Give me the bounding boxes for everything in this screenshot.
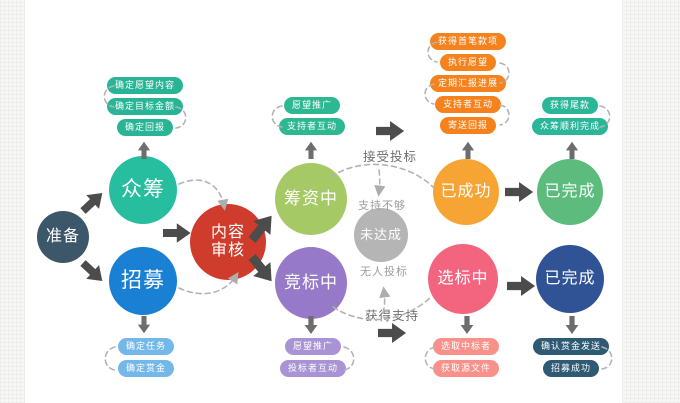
- stack-completed-top-tasks: 获得尾款 众筹顺利完成: [500, 97, 640, 139]
- task-pill: 投标者互动: [279, 360, 346, 377]
- dashed-crowdfund-to-review: [178, 179, 229, 211]
- stack-completed-bottom-tasks: 确认赏金发送 招募成功: [501, 338, 641, 382]
- task-pill: 确定目标金额: [106, 98, 183, 115]
- arrow-gain-support: [378, 323, 407, 343]
- dashed-fundraising-to-succeeded: [330, 163, 434, 188]
- dashed-bidding-to-selecting: [332, 296, 432, 321]
- dashed-arc: [427, 41, 438, 63]
- dashed-arc: [175, 106, 187, 129]
- node-not-reached-label: 未达成: [359, 226, 402, 242]
- arrow-accept-bids: [376, 121, 405, 141]
- stack-succeeded-tasks: 获得首笔款项 执行愿望 定期汇报进展 支持者互动 寄送回报: [398, 33, 538, 138]
- node-bidding-label: 竞标中: [284, 273, 338, 293]
- dashed-arc: [499, 104, 510, 126]
- task-pill: 支持者互动: [434, 96, 501, 113]
- task-pill: 愿望推广: [283, 97, 340, 114]
- arrow-prepare-to-recruit: [76, 256, 109, 288]
- node-content-review-line1: 内容: [210, 223, 245, 241]
- arrow-recruit-to-tasks: [137, 316, 151, 334]
- node-completed-top-label: 已完成: [544, 182, 596, 200]
- node-selecting: 选标中: [428, 244, 498, 314]
- task-pill: 确定赏金: [117, 360, 174, 377]
- right-texture-band: [622, 0, 680, 403]
- arrow-prepare-to-crowdfund: [76, 186, 109, 218]
- node-crowdfund-label: 众筹: [121, 177, 165, 201]
- dashed-branch-to-not-reached-top: [374, 169, 386, 197]
- node-selecting-label: 选标中: [437, 269, 489, 287]
- stack-selecting-tasks: 选取中标者 获取源文件: [396, 338, 536, 382]
- node-prepare: 准备: [37, 211, 89, 263]
- node-completed-bottom: 已完成: [536, 245, 604, 313]
- node-recruit: 招募: [109, 247, 177, 315]
- node-bidding: 竞标中: [275, 247, 347, 319]
- task-pill: 众筹顺利完成: [531, 118, 608, 135]
- task-pill: 选取中标者: [432, 338, 499, 355]
- task-pill: 获取源文件: [432, 360, 499, 377]
- node-succeeded: 已成功: [433, 159, 499, 225]
- task-pill: 获得首笔款项: [429, 33, 506, 50]
- task-pill: 获得尾款: [541, 97, 598, 114]
- node-completed-top: 已完成: [537, 159, 603, 225]
- node-prepare-label: 准备: [45, 227, 80, 245]
- node-content-review-line2: 审核: [210, 242, 245, 259]
- task-pill: 确定任务: [117, 338, 174, 355]
- dashed-arc: [104, 346, 116, 371]
- label-accept-bids: 接受投标: [362, 150, 417, 164]
- arrow-crowdfund-to-tasks: [137, 141, 151, 159]
- task-pill: 定期汇报进展: [429, 75, 506, 92]
- stack-bidding-tasks: 愿望推广 投标者互动: [243, 338, 383, 382]
- task-pill: 执行愿望: [439, 54, 496, 71]
- task-pill: 招募成功: [542, 360, 599, 377]
- dashed-branch-to-not-reached-bottom: [379, 286, 391, 314]
- dashed-recruit-to-review: [178, 271, 239, 295]
- arrow-completed-top-to-tasks: [565, 141, 579, 159]
- left-texture-band: [0, 0, 25, 403]
- dashed-arc: [424, 83, 435, 105]
- arrow-review-to-fundraising: [243, 208, 281, 247]
- task-pill: 愿望推广: [284, 338, 341, 355]
- node-content-review: 内容 审核: [190, 204, 266, 280]
- label-no-bidders: 无人投标: [360, 266, 408, 278]
- dashed-arc: [599, 105, 611, 128]
- task-pill: 支持者互动: [278, 118, 345, 135]
- stack-crowdfund-tasks: 确定愿望内容 确定目标金额 确定回报: [75, 77, 215, 140]
- arrow-fundraising-to-tasks: [304, 141, 318, 159]
- task-pill: 寄送回报: [439, 117, 496, 134]
- stack-recruit-tasks: 确定任务 确定赏金: [76, 338, 216, 382]
- arrow-completed-bottom-to-tasks: [565, 316, 579, 334]
- node-crowdfund: 众筹: [109, 156, 177, 224]
- task-pill: 确定回报: [116, 119, 173, 136]
- arrow-review-to-bidding: [243, 250, 281, 289]
- node-recruit-label: 招募: [121, 268, 165, 292]
- dashed-arc: [103, 85, 115, 108]
- dashed-arc: [343, 346, 355, 371]
- arrow-to-content-review: [163, 223, 191, 243]
- label-insufficient-support: 支持不够: [358, 200, 406, 212]
- node-not-reached: 未达成: [354, 208, 408, 262]
- arrow-selecting-to-completed: [507, 276, 536, 296]
- dashed-arc: [424, 346, 436, 370]
- arrow-succeeded-to-completed: [505, 182, 534, 202]
- arrow-selecting-to-tasks: [460, 316, 474, 334]
- dashed-arc: [271, 105, 283, 128]
- node-fundraising-label: 筹资中: [284, 189, 338, 209]
- node-completed-bottom-label: 已完成: [544, 269, 596, 287]
- arrow-bidding-to-tasks: [304, 316, 318, 334]
- arrow-succeeded-to-tasks: [461, 141, 475, 159]
- task-pill: 确定愿望内容: [106, 77, 183, 94]
- task-pill: 确认赏金发送: [532, 338, 609, 355]
- dashed-arc: [601, 346, 613, 370]
- stack-fundraising-tasks: 愿望推广 支持者互动: [242, 97, 382, 139]
- node-succeeded-label: 已成功: [440, 182, 492, 200]
- dashed-arc: [499, 62, 510, 84]
